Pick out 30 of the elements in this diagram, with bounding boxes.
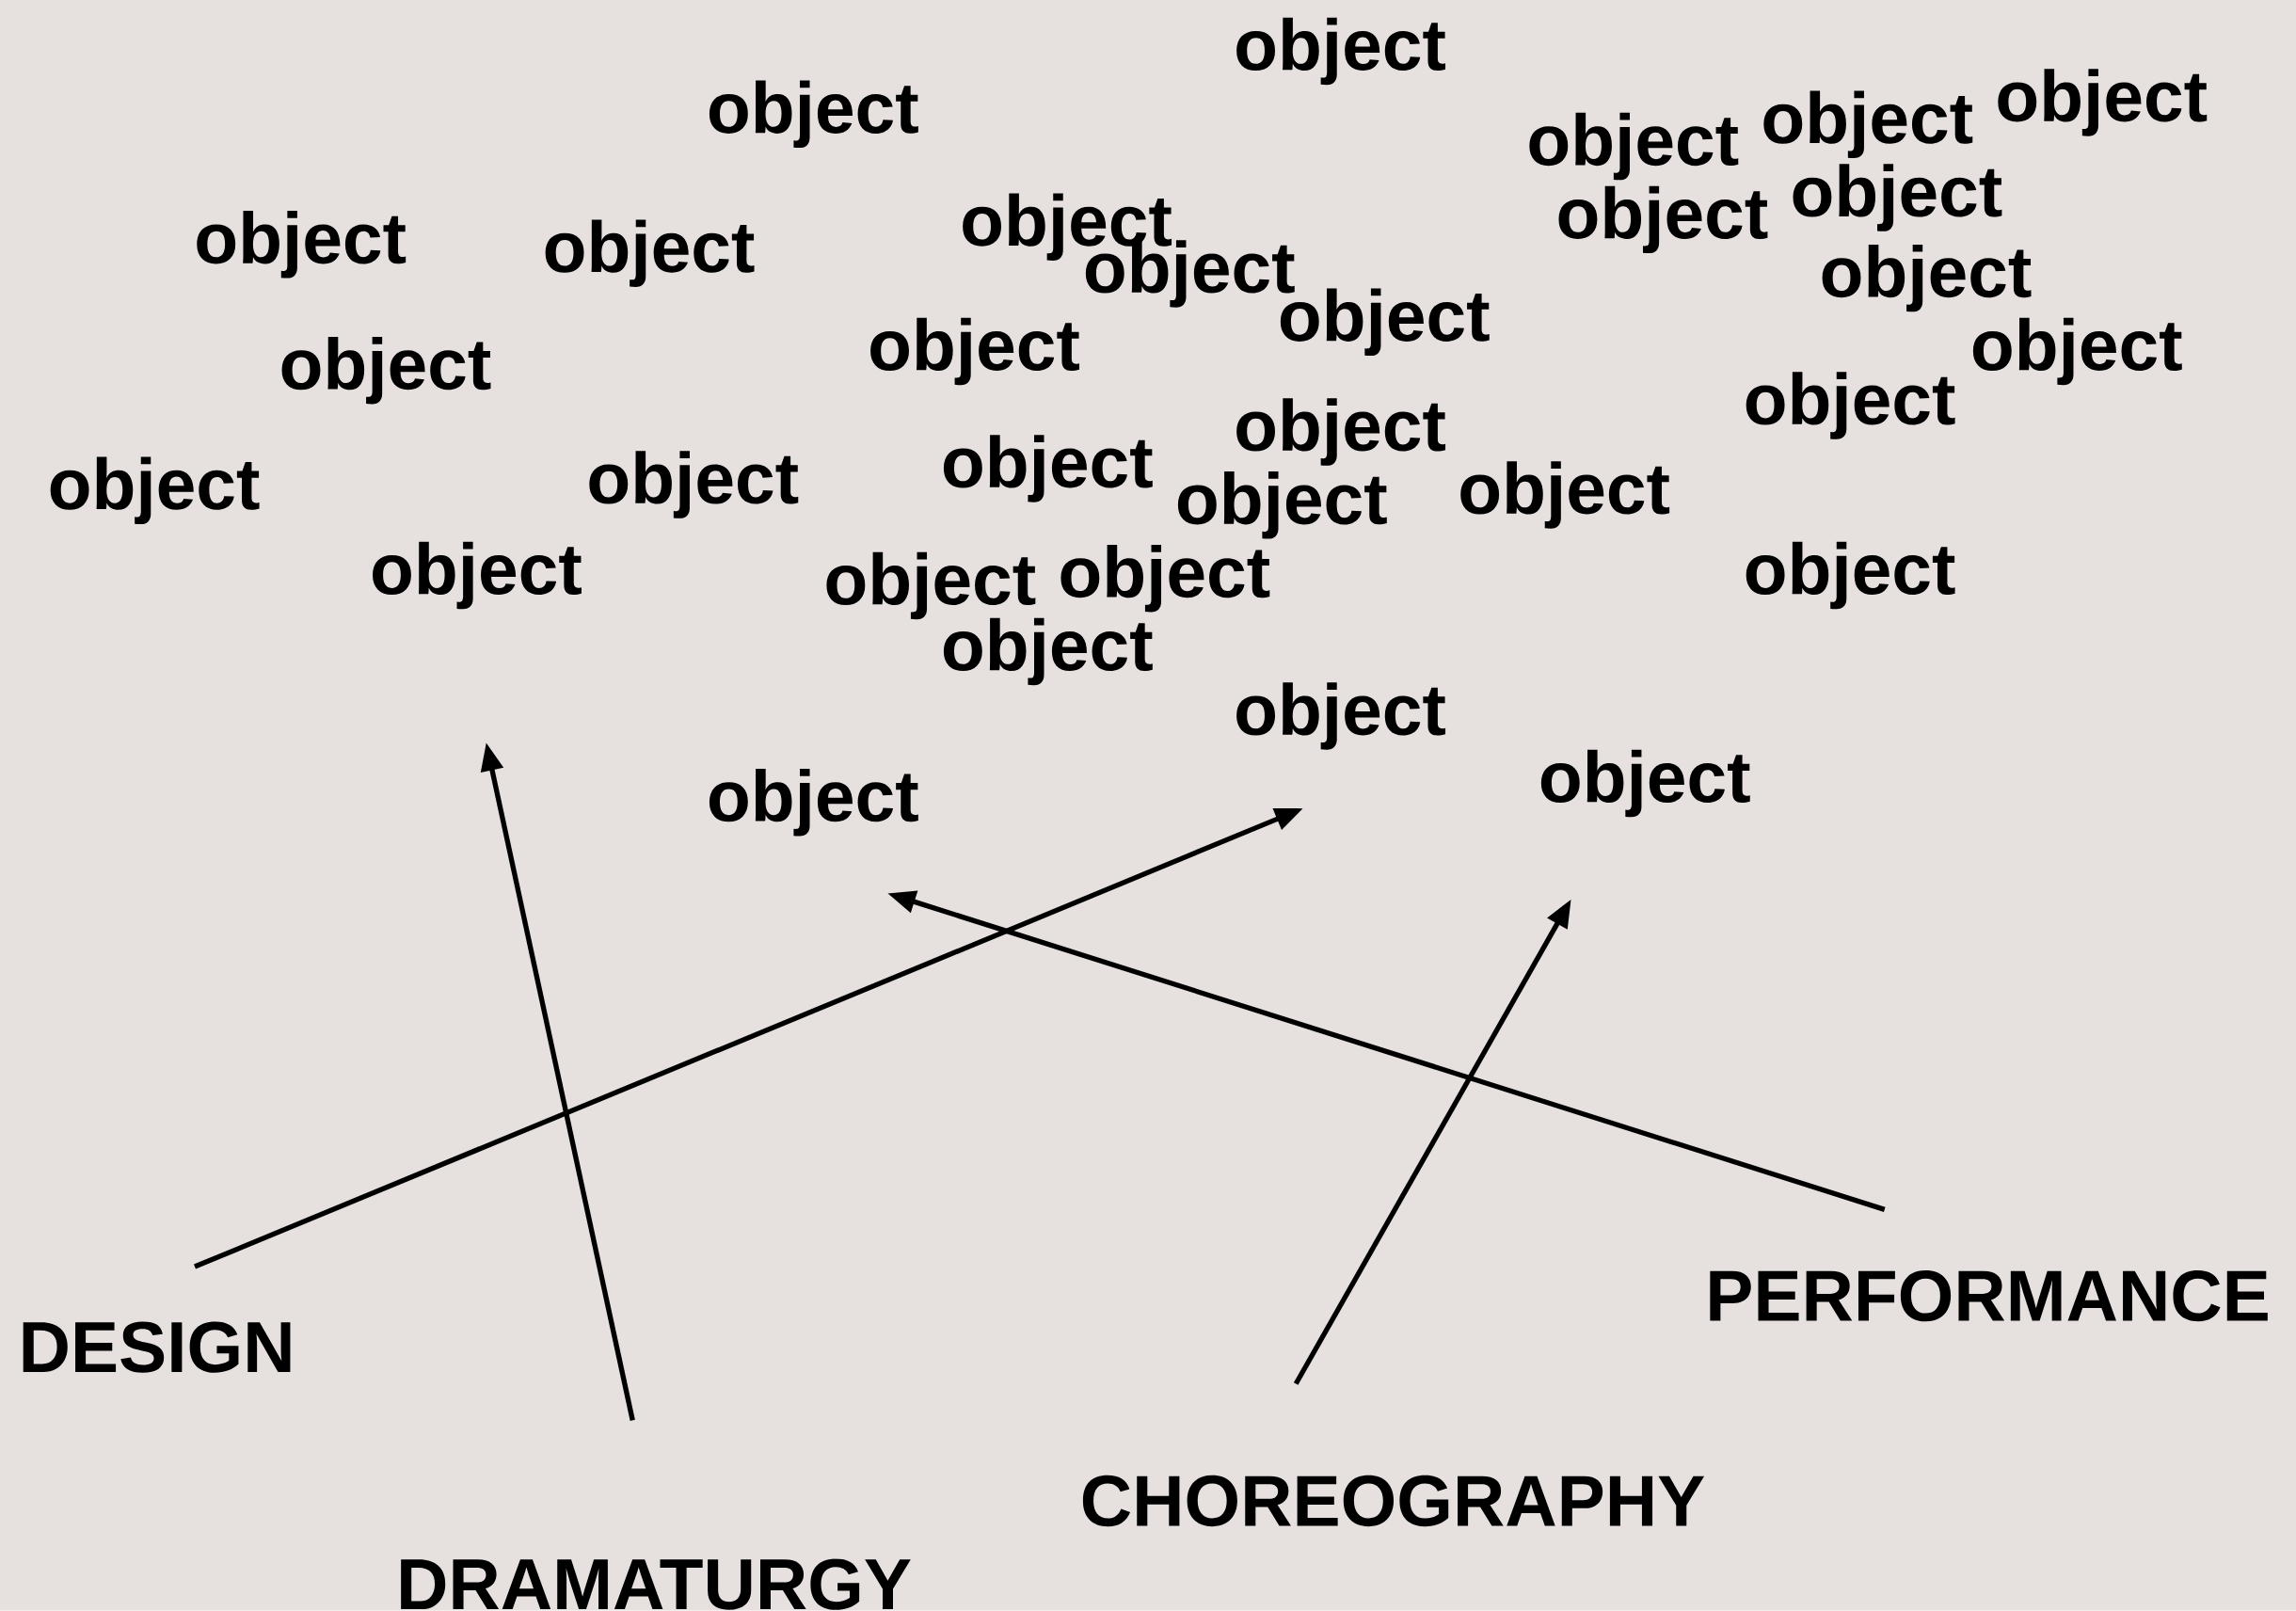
term-label: object — [709, 769, 918, 837]
term-label: object — [1529, 112, 1739, 181]
term-label: object — [1822, 245, 2032, 312]
term-label: object — [373, 541, 582, 610]
term-label: object — [1236, 17, 1446, 86]
term-label: object — [50, 456, 260, 525]
term-label: object — [1763, 90, 1973, 159]
term-label: object — [1060, 545, 1270, 613]
term-label: object — [1998, 69, 2208, 136]
category-label: PERFORMANCE — [1710, 1270, 2268, 1322]
term-label: object — [197, 211, 407, 279]
term-label: object — [1540, 749, 1750, 818]
term-label: object — [1746, 541, 1955, 610]
term-label: object — [281, 337, 491, 405]
term-label: object — [1236, 682, 1446, 750]
term-label: object — [1236, 398, 1446, 466]
term-label: object — [1460, 461, 1670, 529]
term-label: object — [1793, 164, 2002, 231]
category-label: CHOREOGRAPHY — [1082, 1475, 1705, 1527]
term-label: object — [943, 435, 1153, 502]
term-label: object — [1177, 471, 1387, 539]
category-label: DRAMATURGY — [401, 1558, 911, 1610]
term-label: object — [1972, 317, 2182, 386]
term-label: object — [545, 219, 755, 288]
term-label: object — [589, 451, 799, 518]
term-label: object — [870, 317, 1079, 386]
term-label: object — [709, 80, 918, 149]
category-label: DESIGN — [23, 1321, 291, 1373]
term-label: object — [1746, 372, 1955, 439]
term-label: object — [1558, 185, 1768, 254]
